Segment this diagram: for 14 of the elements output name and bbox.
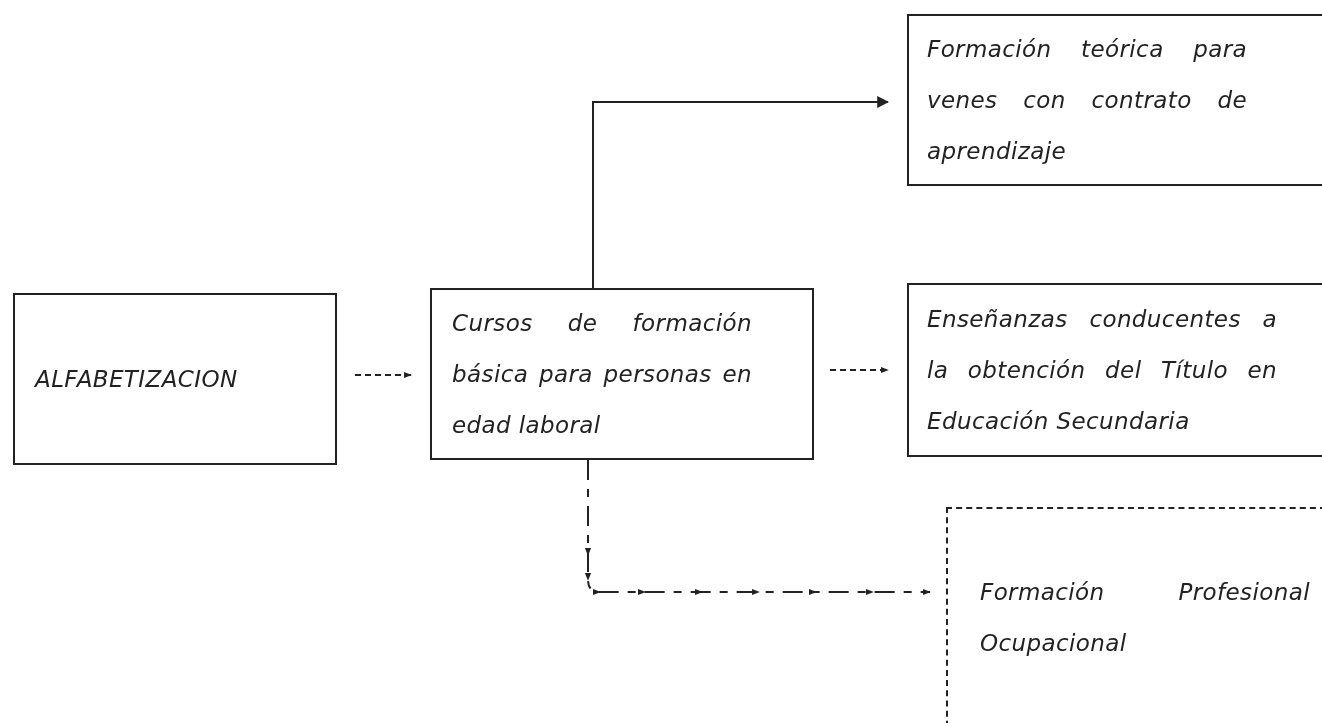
process-box (430, 288, 814, 460)
process-box (907, 14, 1322, 186)
process-box (907, 283, 1322, 457)
box-text: Formación teórica para venes con contrato de aprendizaje (927, 34, 1247, 166)
arrow (354, 371, 412, 379)
box-text: Cursos de formación básica para personas en edad laboral (452, 308, 752, 440)
process-box (13, 293, 337, 465)
arrow (585, 459, 931, 595)
box-text: ALFABETIZACION (35, 364, 239, 394)
box-text: Formación Profesional Ocupacional (980, 578, 1310, 658)
box-text: Enseñanzas conducentes a la obtención del Título en Educación Secundaria (927, 304, 1277, 436)
arrow (829, 366, 889, 374)
arrow (592, 96, 890, 289)
dashed-box (946, 507, 1322, 723)
